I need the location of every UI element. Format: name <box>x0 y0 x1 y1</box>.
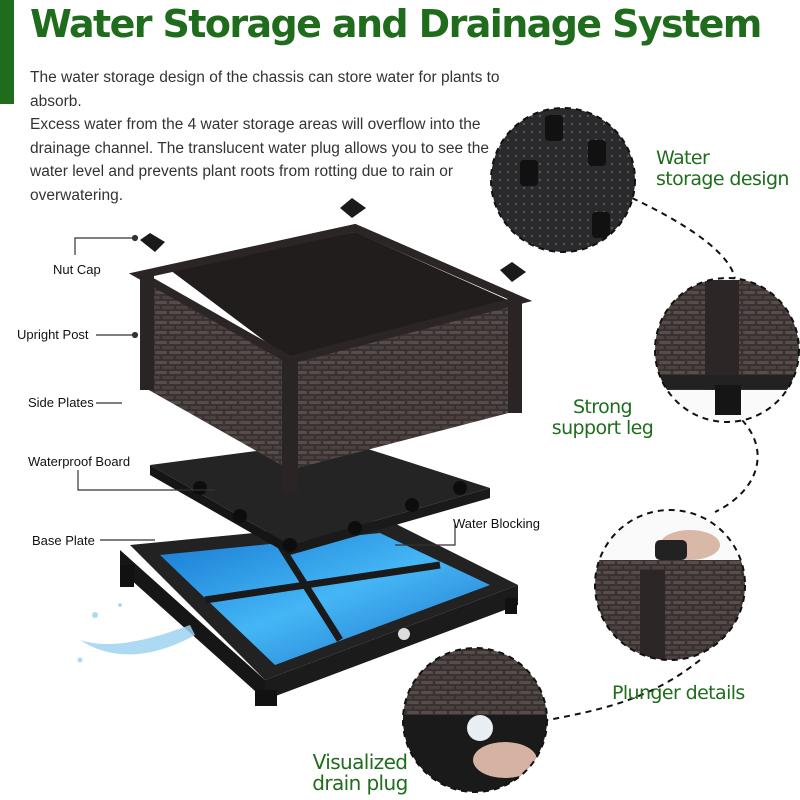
intro-paragraph-2: Excess water from the 4 water storage ar… <box>30 116 489 204</box>
water-splash-icon <box>77 603 195 663</box>
page-title: Water Storage and Drainage System <box>30 2 762 46</box>
intro-paragraph-1: The water storage design of the chassis … <box>30 69 500 110</box>
drain-plug-icon <box>398 628 410 640</box>
water-storage-detail <box>490 107 636 253</box>
label-upright-post: Upright Post <box>17 327 89 342</box>
feature-support-leg: Strong support leg <box>551 396 654 439</box>
label-nut-cap: Nut Cap <box>53 262 101 277</box>
part-pointer-lines <box>74 234 456 546</box>
support-leg-detail <box>654 277 800 423</box>
label-base-plate: Base Plate <box>32 533 95 548</box>
label-waterproof-board: Waterproof Board <box>28 454 131 469</box>
label-water-blocking: Water Blocking <box>453 516 540 531</box>
nut-cap-icon <box>140 233 165 252</box>
label-side-plates: Side Plates <box>28 395 94 410</box>
woven-planter <box>128 198 533 493</box>
drain-plug-detail <box>402 647 548 793</box>
intro-text: The water storage design of the chassis … <box>30 66 500 207</box>
feature-water-storage: Water storage design <box>656 147 789 190</box>
feature-drain-plug: Visualized drain plug <box>312 750 408 795</box>
waterproof-board <box>150 440 490 555</box>
feature-plunger: Plunger details <box>612 682 745 704</box>
base-plate <box>120 520 518 706</box>
plunger-detail <box>594 509 746 661</box>
title-accent-bar <box>0 0 14 104</box>
feature-connectors <box>547 197 759 721</box>
